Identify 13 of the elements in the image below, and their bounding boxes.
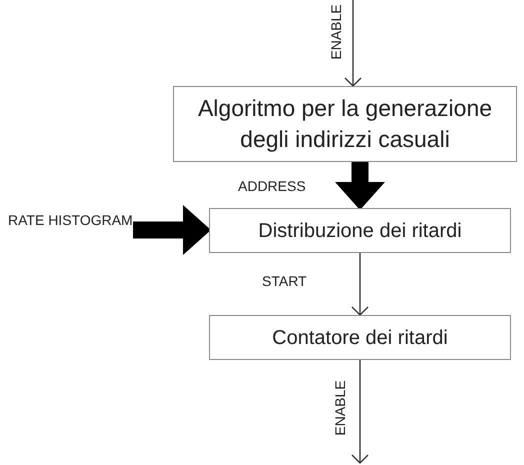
arrow	[351, 253, 369, 316]
edge-label: ENABLE	[332, 380, 348, 436]
process-box: Algoritmo per la generazione degli indirizzi casuali	[173, 86, 517, 162]
arrow	[344, 0, 362, 87]
arrow	[351, 360, 369, 464]
edge-label: ADDRESS	[238, 178, 306, 194]
process-box: Distribuzione dei ritardi	[209, 208, 511, 253]
edge-label: ENABLE	[328, 4, 344, 60]
edge-label: START	[262, 273, 307, 289]
thick-arrow	[133, 205, 211, 255]
input-label: RATE HISTOGRAM	[8, 208, 133, 258]
thick-arrow	[335, 162, 385, 210]
process-box: Contatore dei ritardi	[209, 315, 511, 360]
